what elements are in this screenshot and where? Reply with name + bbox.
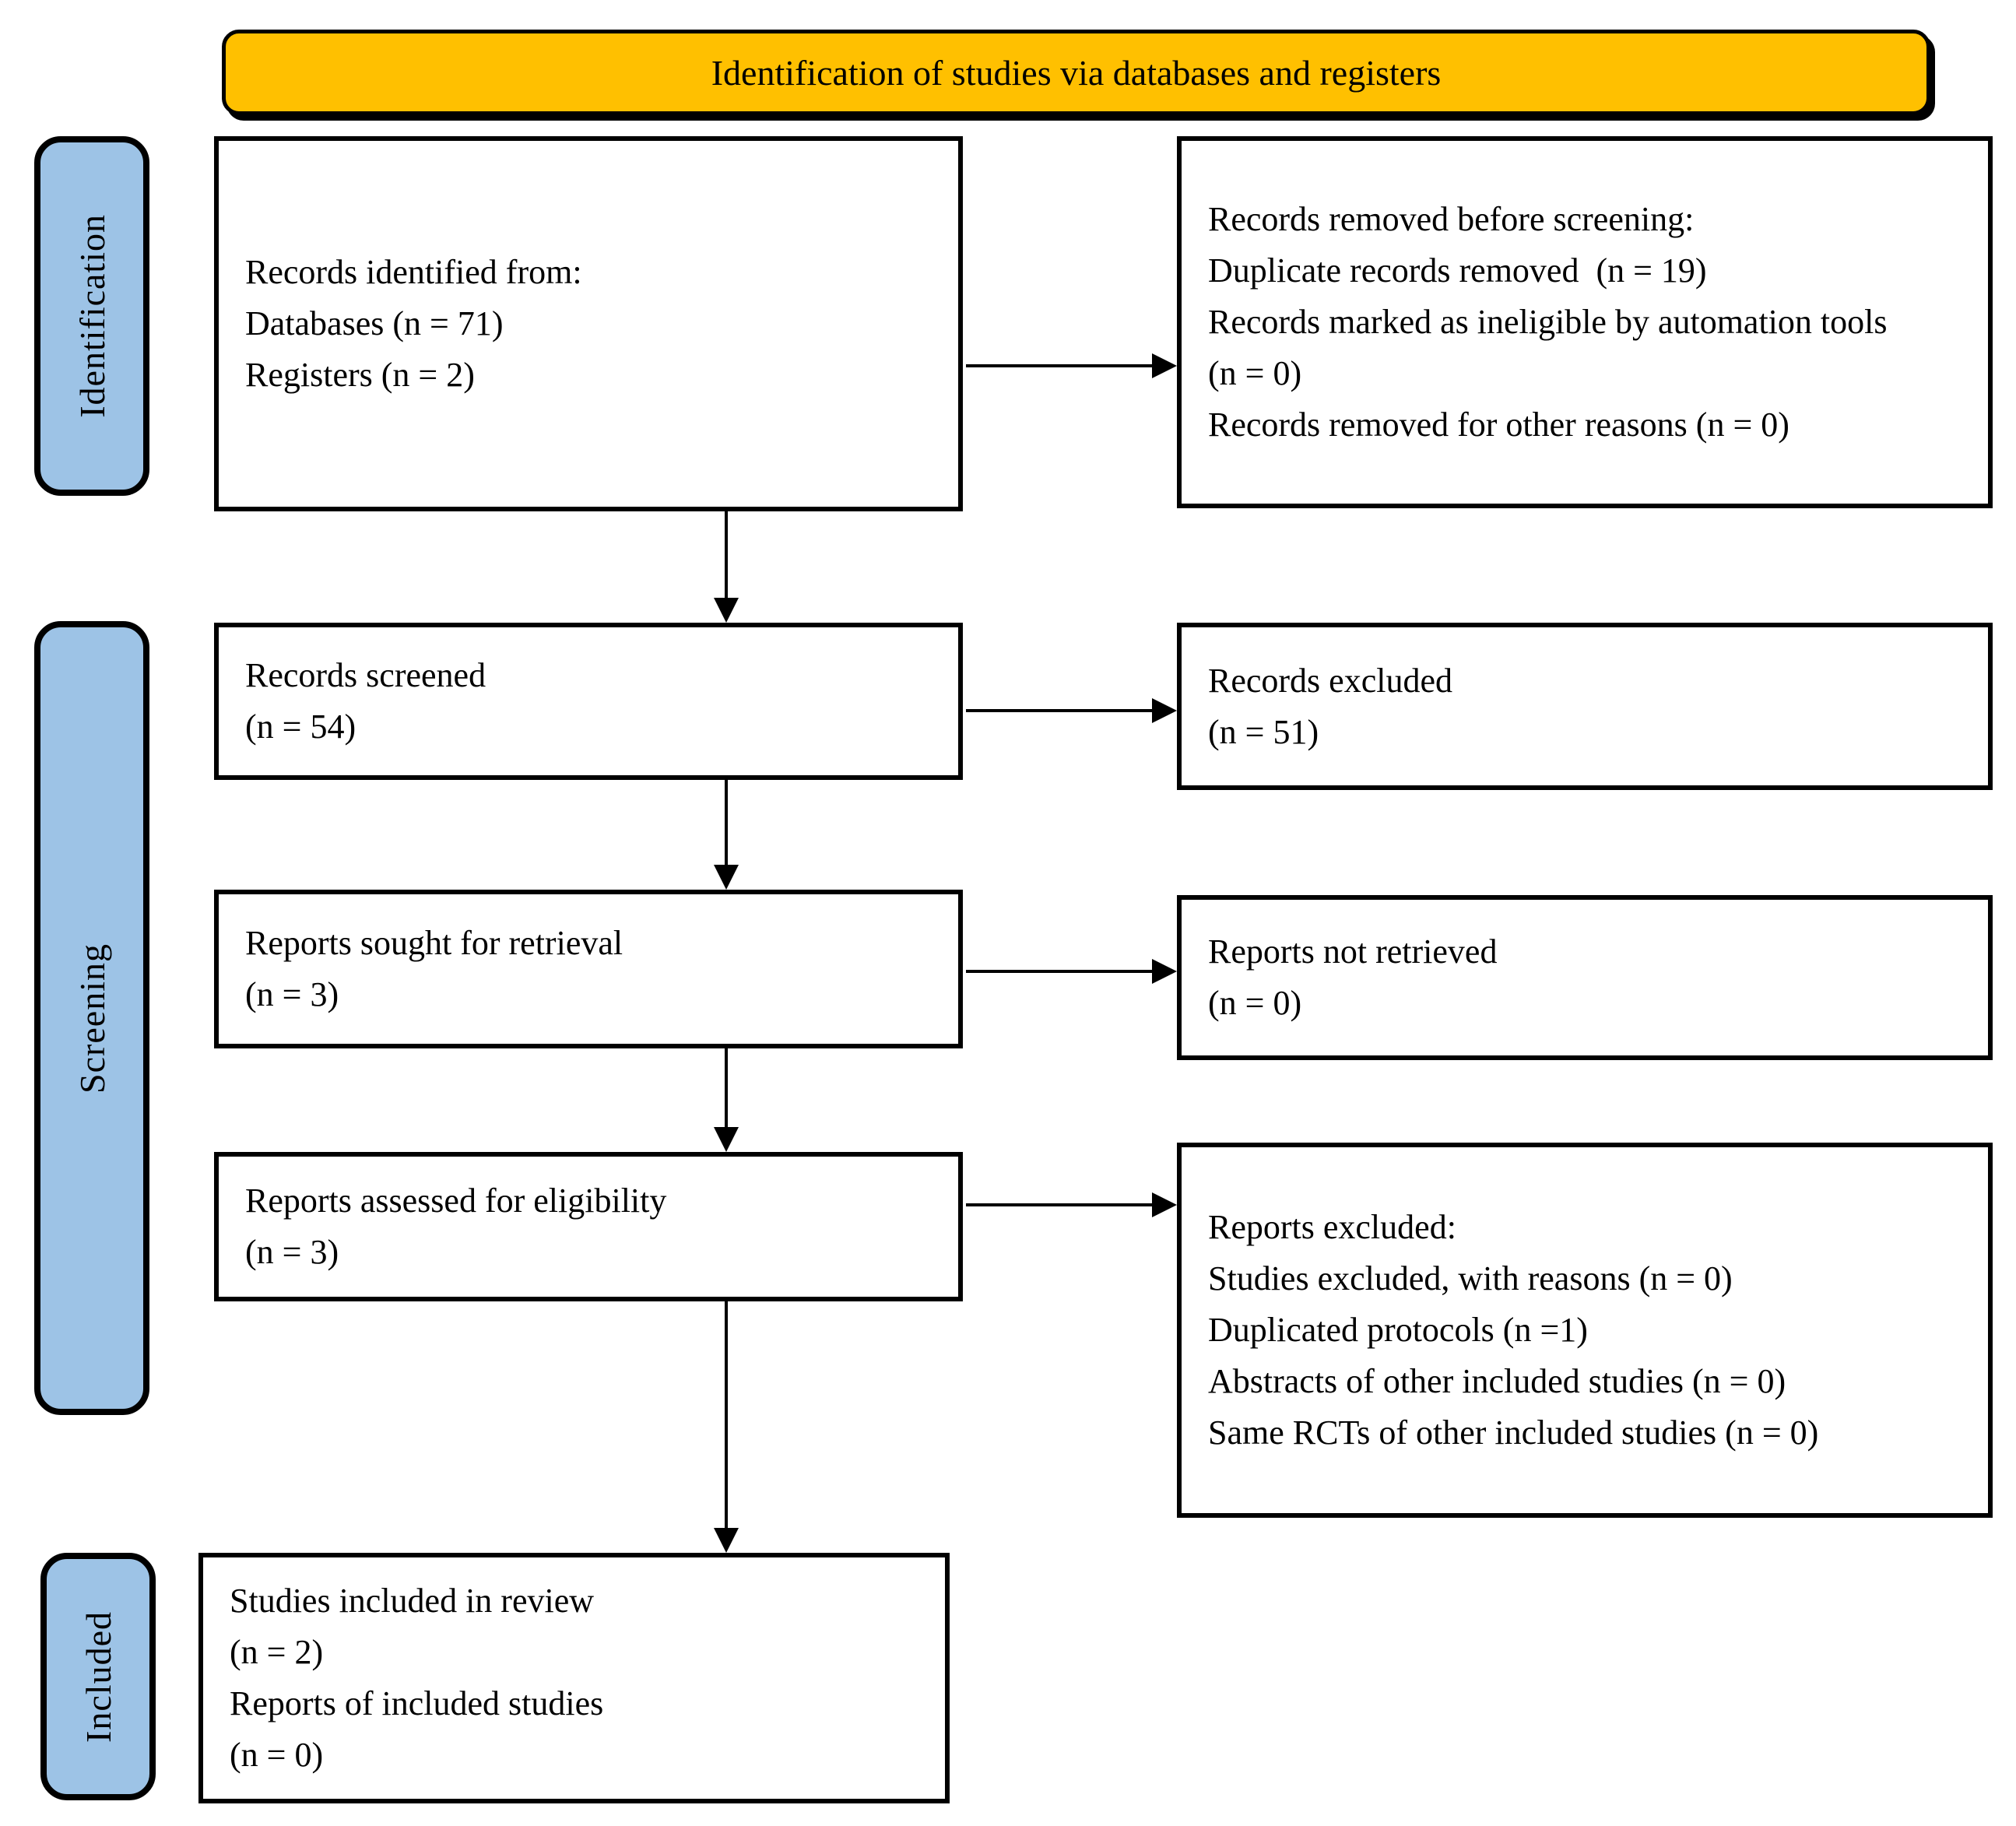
arrow-head-icon: [1152, 959, 1177, 984]
arrow-line: [725, 511, 728, 601]
sidebar-phase-included: Included: [40, 1553, 156, 1800]
box-records-removed-before-screening: Records removed before screening: Duplic…: [1177, 136, 1993, 508]
text-line: Reports assessed for eligibility: [245, 1182, 667, 1220]
arrow-line: [966, 1203, 1155, 1206]
title-banner: Identification of studies via databases …: [222, 30, 1930, 115]
arrow-line: [966, 970, 1155, 973]
text-line: (n = 3): [245, 975, 339, 1013]
text-line: (n = 0): [230, 1736, 324, 1774]
box-records-screened: Records screened (n = 54): [214, 623, 963, 780]
text-line: Records identified from:: [245, 253, 582, 291]
arrow-line: [966, 364, 1155, 367]
arrow-line: [725, 1301, 728, 1530]
box-records-identified: Records identified from: Databases (n = …: [214, 136, 963, 511]
arrow-line: [966, 709, 1155, 712]
text-line: Duplicated protocols (n =1): [1208, 1311, 1588, 1349]
arrow-head-icon: [1152, 1192, 1177, 1217]
text-line: Records removed for other reasons (n = 0…: [1208, 406, 1789, 444]
arrow-head-icon: [1152, 353, 1177, 378]
arrow-head-icon: [714, 598, 739, 623]
text-line: Records excluded: [1208, 661, 1452, 700]
sidebar-label-identification: Identification: [72, 214, 112, 418]
arrow-head-icon: [714, 1528, 739, 1553]
text-line: (n = 51): [1208, 712, 1319, 751]
text-line: (n = 0): [1208, 984, 1302, 1022]
text-line: Studies included in review: [230, 1582, 595, 1620]
box-records-excluded: Records excluded (n = 51): [1177, 623, 1993, 790]
text-line: Reports excluded:: [1208, 1208, 1456, 1246]
box-studies-included: Studies included in review (n = 2) Repor…: [198, 1553, 950, 1803]
text-line: Records marked as ineligible by automati…: [1208, 303, 1896, 392]
text-line: Registers (n = 2): [245, 356, 475, 394]
sidebar-label-screening: Screening: [72, 943, 112, 1094]
box-reports-not-retrieved: Reports not retrieved (n = 0): [1177, 895, 1993, 1060]
text-line: Reports of included studies: [230, 1684, 604, 1722]
text-line: Studies excluded, with reasons (n = 0): [1208, 1259, 1733, 1298]
text-line: Same RCTs of other included studies (n =…: [1208, 1413, 1819, 1452]
arrow-head-icon: [714, 1127, 739, 1152]
text-line: Records screened: [245, 656, 486, 694]
box-reports-assessed: Reports assessed for eligibility (n = 3): [214, 1152, 963, 1301]
text-line: Reports not retrieved: [1208, 932, 1498, 971]
arrow-line: [725, 780, 728, 867]
sidebar-phase-screening: Screening: [34, 621, 149, 1415]
text-line: Duplicate records removed (n = 19): [1208, 251, 1707, 290]
text-line: Records removed before screening:: [1208, 200, 1695, 238]
text-line: Databases (n = 71): [245, 304, 504, 342]
sidebar-phase-identification: Identification: [34, 136, 149, 496]
text-line: Abstracts of other included studies (n =…: [1208, 1362, 1786, 1400]
arrow-head-icon: [1152, 698, 1177, 723]
banner-title: Identification of studies via databases …: [711, 52, 1442, 93]
sidebar-label-included: Included: [78, 1610, 118, 1743]
arrow-line: [725, 1048, 728, 1129]
box-reports-excluded: Reports excluded: Studies excluded, with…: [1177, 1143, 1993, 1518]
text-line: (n = 2): [230, 1633, 324, 1671]
text-line: (n = 54): [245, 708, 356, 746]
arrow-head-icon: [714, 865, 739, 890]
text-line: (n = 3): [245, 1233, 339, 1271]
box-reports-sought: Reports sought for retrieval (n = 3): [214, 890, 963, 1048]
text-line: Reports sought for retrieval: [245, 924, 623, 962]
